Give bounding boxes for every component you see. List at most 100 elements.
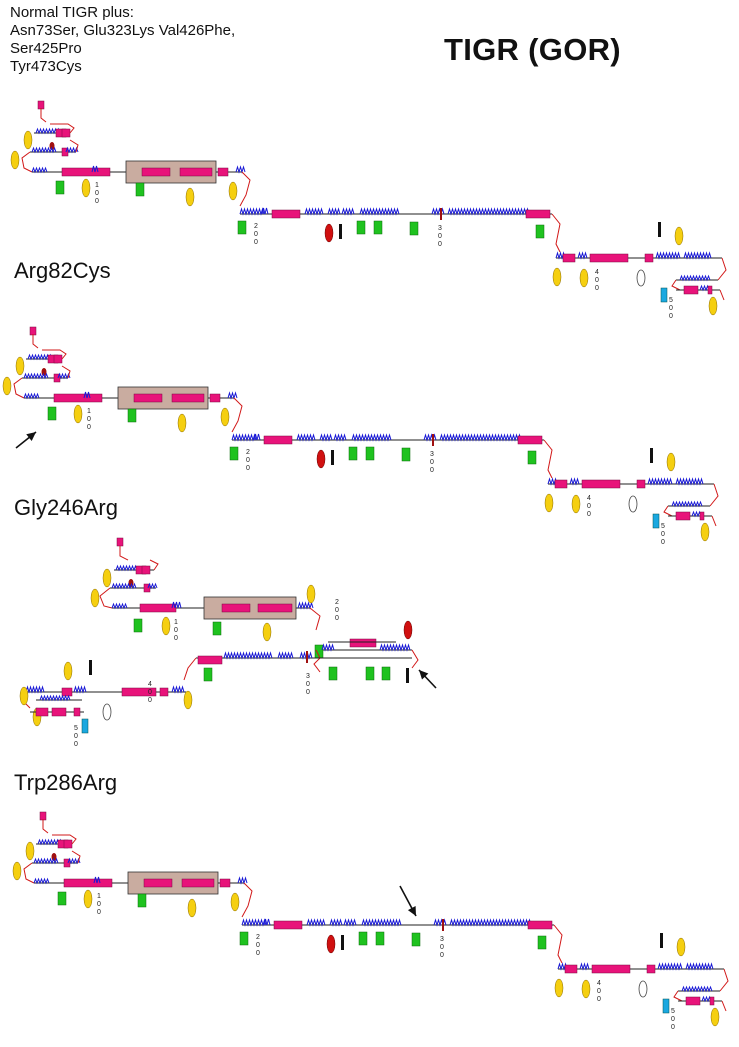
strand-wave xyxy=(447,207,530,216)
strand-wave xyxy=(555,251,566,260)
strand-wave xyxy=(235,165,246,174)
strand-wave xyxy=(261,207,269,215)
helix-block xyxy=(646,964,656,974)
strand-wave xyxy=(329,918,343,927)
green-site-marker xyxy=(137,893,147,908)
coil-segment xyxy=(543,439,553,479)
helix-block xyxy=(271,209,301,219)
green-site-marker xyxy=(373,220,383,235)
black-bar-marker xyxy=(331,450,334,465)
strand-wave xyxy=(321,643,335,652)
helix-block xyxy=(63,858,71,868)
helix-block xyxy=(589,253,629,263)
mutation-arrow-head xyxy=(26,432,36,442)
green-site-marker xyxy=(229,446,239,461)
helix-block xyxy=(171,393,205,403)
helix-block xyxy=(159,687,169,697)
domain-box xyxy=(125,160,217,184)
yellow-site-marker xyxy=(228,181,238,201)
strand-wave xyxy=(253,433,261,441)
white-site-marker xyxy=(636,269,646,287)
cyan-site-marker xyxy=(652,513,660,529)
strand-wave xyxy=(111,582,137,590)
helix-block xyxy=(121,687,157,697)
strand-wave xyxy=(304,207,324,216)
green-site-marker xyxy=(365,666,375,681)
green-site-marker xyxy=(409,221,419,236)
yellow-site-marker xyxy=(306,584,316,604)
strand-wave xyxy=(23,372,49,380)
red-site-marker xyxy=(324,223,334,243)
green-site-marker xyxy=(47,406,57,421)
coil-segment xyxy=(711,515,717,527)
strand-wave xyxy=(361,918,402,927)
yellow-site-marker xyxy=(83,889,93,909)
yellow-site-marker xyxy=(185,187,195,207)
strand-wave xyxy=(31,146,57,154)
green-site-marker xyxy=(237,220,247,235)
coil-segment xyxy=(149,559,159,571)
coil-segment xyxy=(50,123,75,134)
black-bar-marker xyxy=(658,222,661,237)
strand-wave xyxy=(227,391,238,400)
strand-wave xyxy=(111,602,128,610)
cyan-site-marker xyxy=(660,287,668,303)
yellow-site-marker xyxy=(25,841,35,861)
yellow-site-marker xyxy=(12,861,22,881)
yellow-site-marker xyxy=(544,493,554,513)
helix-block xyxy=(554,479,568,489)
helix-block xyxy=(527,920,553,930)
helix-block xyxy=(53,354,63,364)
coil-segment xyxy=(40,108,47,123)
yellow-site-marker xyxy=(187,898,197,918)
black-bar-marker xyxy=(406,668,409,683)
yellow-site-marker xyxy=(63,661,73,681)
red-dot-marker xyxy=(41,368,47,376)
coil-segment xyxy=(52,834,77,845)
green-site-marker xyxy=(57,891,67,906)
green-site-marker xyxy=(133,618,143,633)
coil-segment xyxy=(239,171,251,207)
helix-block xyxy=(29,326,37,336)
helix-block xyxy=(73,707,81,717)
helix-block xyxy=(709,996,715,1006)
strand-wave xyxy=(263,918,271,926)
strand-wave xyxy=(115,564,138,572)
helix-block xyxy=(581,479,621,489)
helix-block xyxy=(133,393,163,403)
yellow-site-marker xyxy=(90,588,100,608)
yellow-site-marker xyxy=(2,376,12,396)
helix-block xyxy=(51,707,67,717)
strand-wave xyxy=(691,510,702,518)
helix-block xyxy=(37,100,45,110)
green-site-marker xyxy=(375,931,385,946)
green-site-marker xyxy=(356,220,366,235)
red-site-marker xyxy=(403,620,413,640)
helix-block xyxy=(219,878,231,888)
strand-wave xyxy=(171,601,182,609)
yellow-site-marker xyxy=(19,686,29,706)
red-tick-marker xyxy=(440,208,442,220)
green-site-marker xyxy=(127,408,137,423)
black-bar-marker xyxy=(660,933,663,948)
strand-wave xyxy=(73,685,87,694)
coil-segment xyxy=(717,257,727,281)
green-site-marker xyxy=(135,182,145,197)
helix-block xyxy=(685,996,701,1006)
strand-wave xyxy=(33,857,59,865)
strand-wave xyxy=(579,962,590,971)
white-site-marker xyxy=(102,703,112,721)
strand-wave xyxy=(327,207,341,216)
yellow-site-marker xyxy=(710,1007,720,1027)
yellow-site-marker xyxy=(700,522,710,542)
coil-segment xyxy=(13,377,25,399)
coil-segment xyxy=(313,649,321,673)
strand-wave xyxy=(306,918,326,927)
strand-wave xyxy=(423,433,437,442)
strand-wave xyxy=(91,165,99,173)
